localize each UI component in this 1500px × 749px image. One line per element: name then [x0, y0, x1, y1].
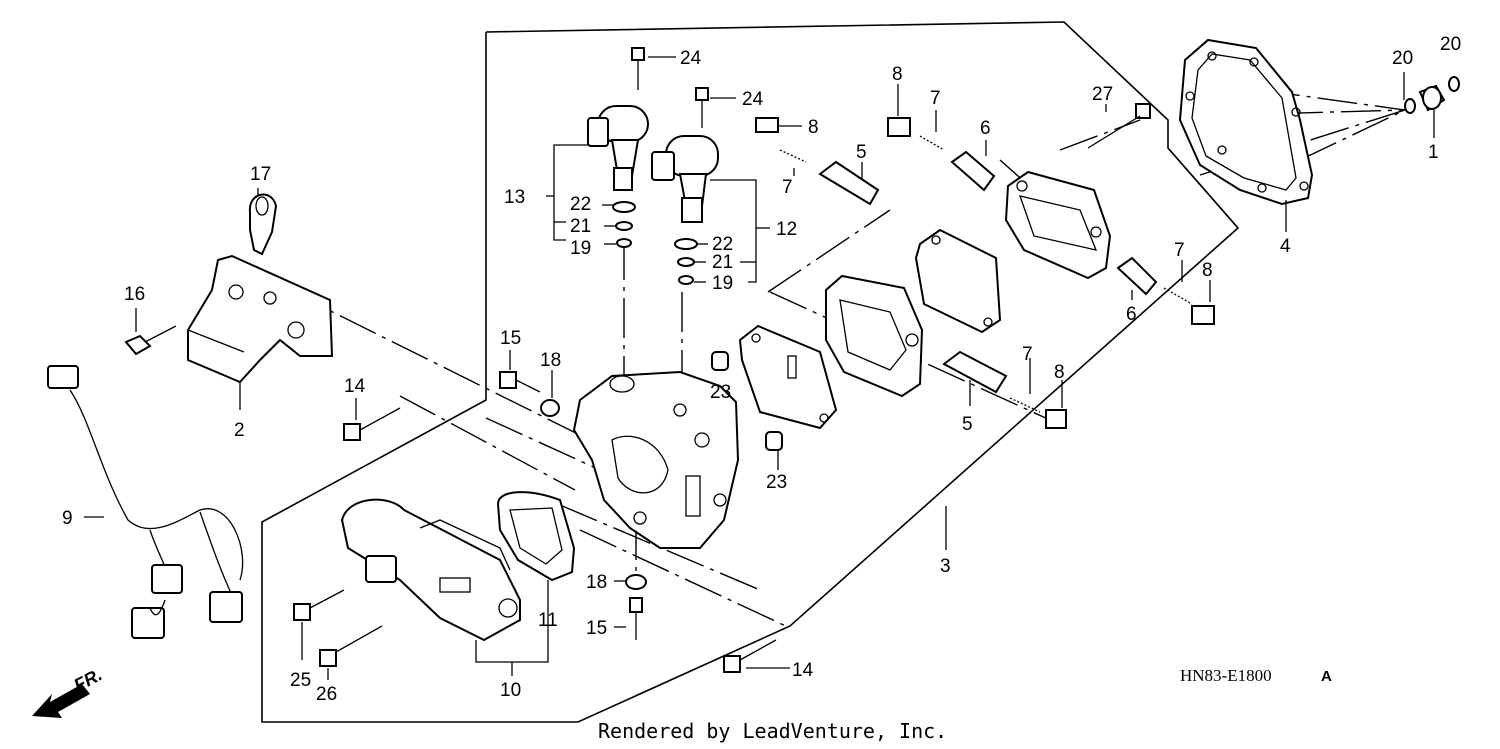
callout-22: 22: [712, 234, 733, 255]
callout-10: 10: [500, 680, 521, 701]
callout-8: 8: [1202, 260, 1213, 281]
callout-25: 25: [290, 670, 311, 691]
callout-2: 2: [234, 420, 245, 441]
callout-23: 23: [710, 382, 731, 403]
callout-5: 5: [962, 414, 973, 435]
callout-20: 20: [1392, 48, 1413, 69]
callout-17: 17: [250, 164, 271, 185]
separator-plate: [738, 324, 838, 430]
part-11-gasket: [496, 491, 576, 582]
callout-26: 26: [316, 684, 337, 705]
credit-text: Rendered by LeadVenture, Inc.: [598, 719, 947, 743]
callout-labels: 24 24 8 5 7 8 7 6 27 20 20 1 4 17 13 22 …: [62, 34, 1461, 705]
callout-19: 19: [570, 238, 591, 259]
part-17-clamp: [248, 193, 278, 256]
callout-4: 4: [1280, 236, 1291, 257]
part-16-bolt: [124, 325, 177, 356]
part-15-18-bolts-washers: [499, 371, 647, 640]
part-2-bracket: [187, 254, 334, 384]
callout-14: 14: [792, 660, 814, 681]
callout-18: 18: [540, 350, 561, 371]
callout-23: 23: [766, 472, 787, 493]
callout-14: 14: [344, 376, 366, 397]
callout-20: 20: [1440, 34, 1461, 55]
part-20-washers: [1404, 76, 1460, 114]
callout-7: 7: [782, 177, 793, 198]
callout-27: 27: [1092, 84, 1113, 105]
part-27-bolt: [1087, 103, 1151, 149]
callout-6: 6: [980, 118, 991, 139]
callout-24: 24: [742, 89, 764, 110]
part-8-clips: [755, 117, 1215, 429]
callout-8: 8: [892, 64, 903, 85]
part-12-solenoid: [651, 135, 719, 223]
callout-7: 7: [930, 88, 941, 109]
part-6-valves: [950, 150, 1158, 296]
part-5-valves: [818, 160, 1008, 394]
callout-18: 18: [586, 572, 607, 593]
part-4-gasket: [1178, 38, 1314, 206]
callout-5: 5: [856, 142, 867, 163]
part-7-springs: [779, 135, 1193, 413]
diagram-code: HN83-E1800: [1180, 666, 1272, 685]
part-10-linear-solenoid: [340, 498, 521, 642]
callout-15: 15: [500, 328, 521, 349]
callout-13: 13: [504, 187, 525, 208]
callout-19: 19: [712, 273, 733, 294]
callout-8: 8: [808, 117, 819, 138]
diagram-code-suffix: A: [1321, 668, 1332, 685]
part-22-21-19-seals: [612, 201, 698, 285]
callout-12: 12: [776, 219, 797, 240]
assembly-frame: [261, 21, 1240, 723]
callout-3: 3: [940, 556, 951, 577]
callout-9: 9: [62, 508, 73, 529]
part-13-solenoid: [587, 105, 649, 191]
main-valve-body: [572, 370, 740, 549]
part-14-bolts: [343, 407, 777, 673]
front-arrow-icon: FR.: [32, 664, 105, 718]
callout-15: 15: [586, 618, 607, 639]
callout-7: 7: [1022, 344, 1033, 365]
part-1-fitting: [1418, 84, 1446, 112]
part-9-harness: [47, 365, 244, 639]
callout-22: 22: [570, 194, 591, 215]
rear-valve-body: [1004, 170, 1112, 280]
top-plate: [914, 228, 1002, 334]
part-23-dowels: [711, 351, 783, 451]
callout-21: 21: [712, 252, 733, 273]
callout-21: 21: [570, 216, 591, 237]
callout-7: 7: [1174, 240, 1185, 261]
part-25-26-bolts: [293, 589, 383, 667]
callout-6: 6: [1126, 304, 1137, 325]
part-24-bolts: [631, 47, 709, 128]
callout-1: 1: [1428, 142, 1439, 163]
upper-valve-body: [825, 274, 924, 398]
leader-lines: [84, 56, 1435, 680]
callout-24: 24: [680, 48, 702, 69]
callout-11: 11: [538, 610, 558, 631]
callout-16: 16: [124, 284, 145, 305]
callout-8: 8: [1054, 362, 1065, 383]
